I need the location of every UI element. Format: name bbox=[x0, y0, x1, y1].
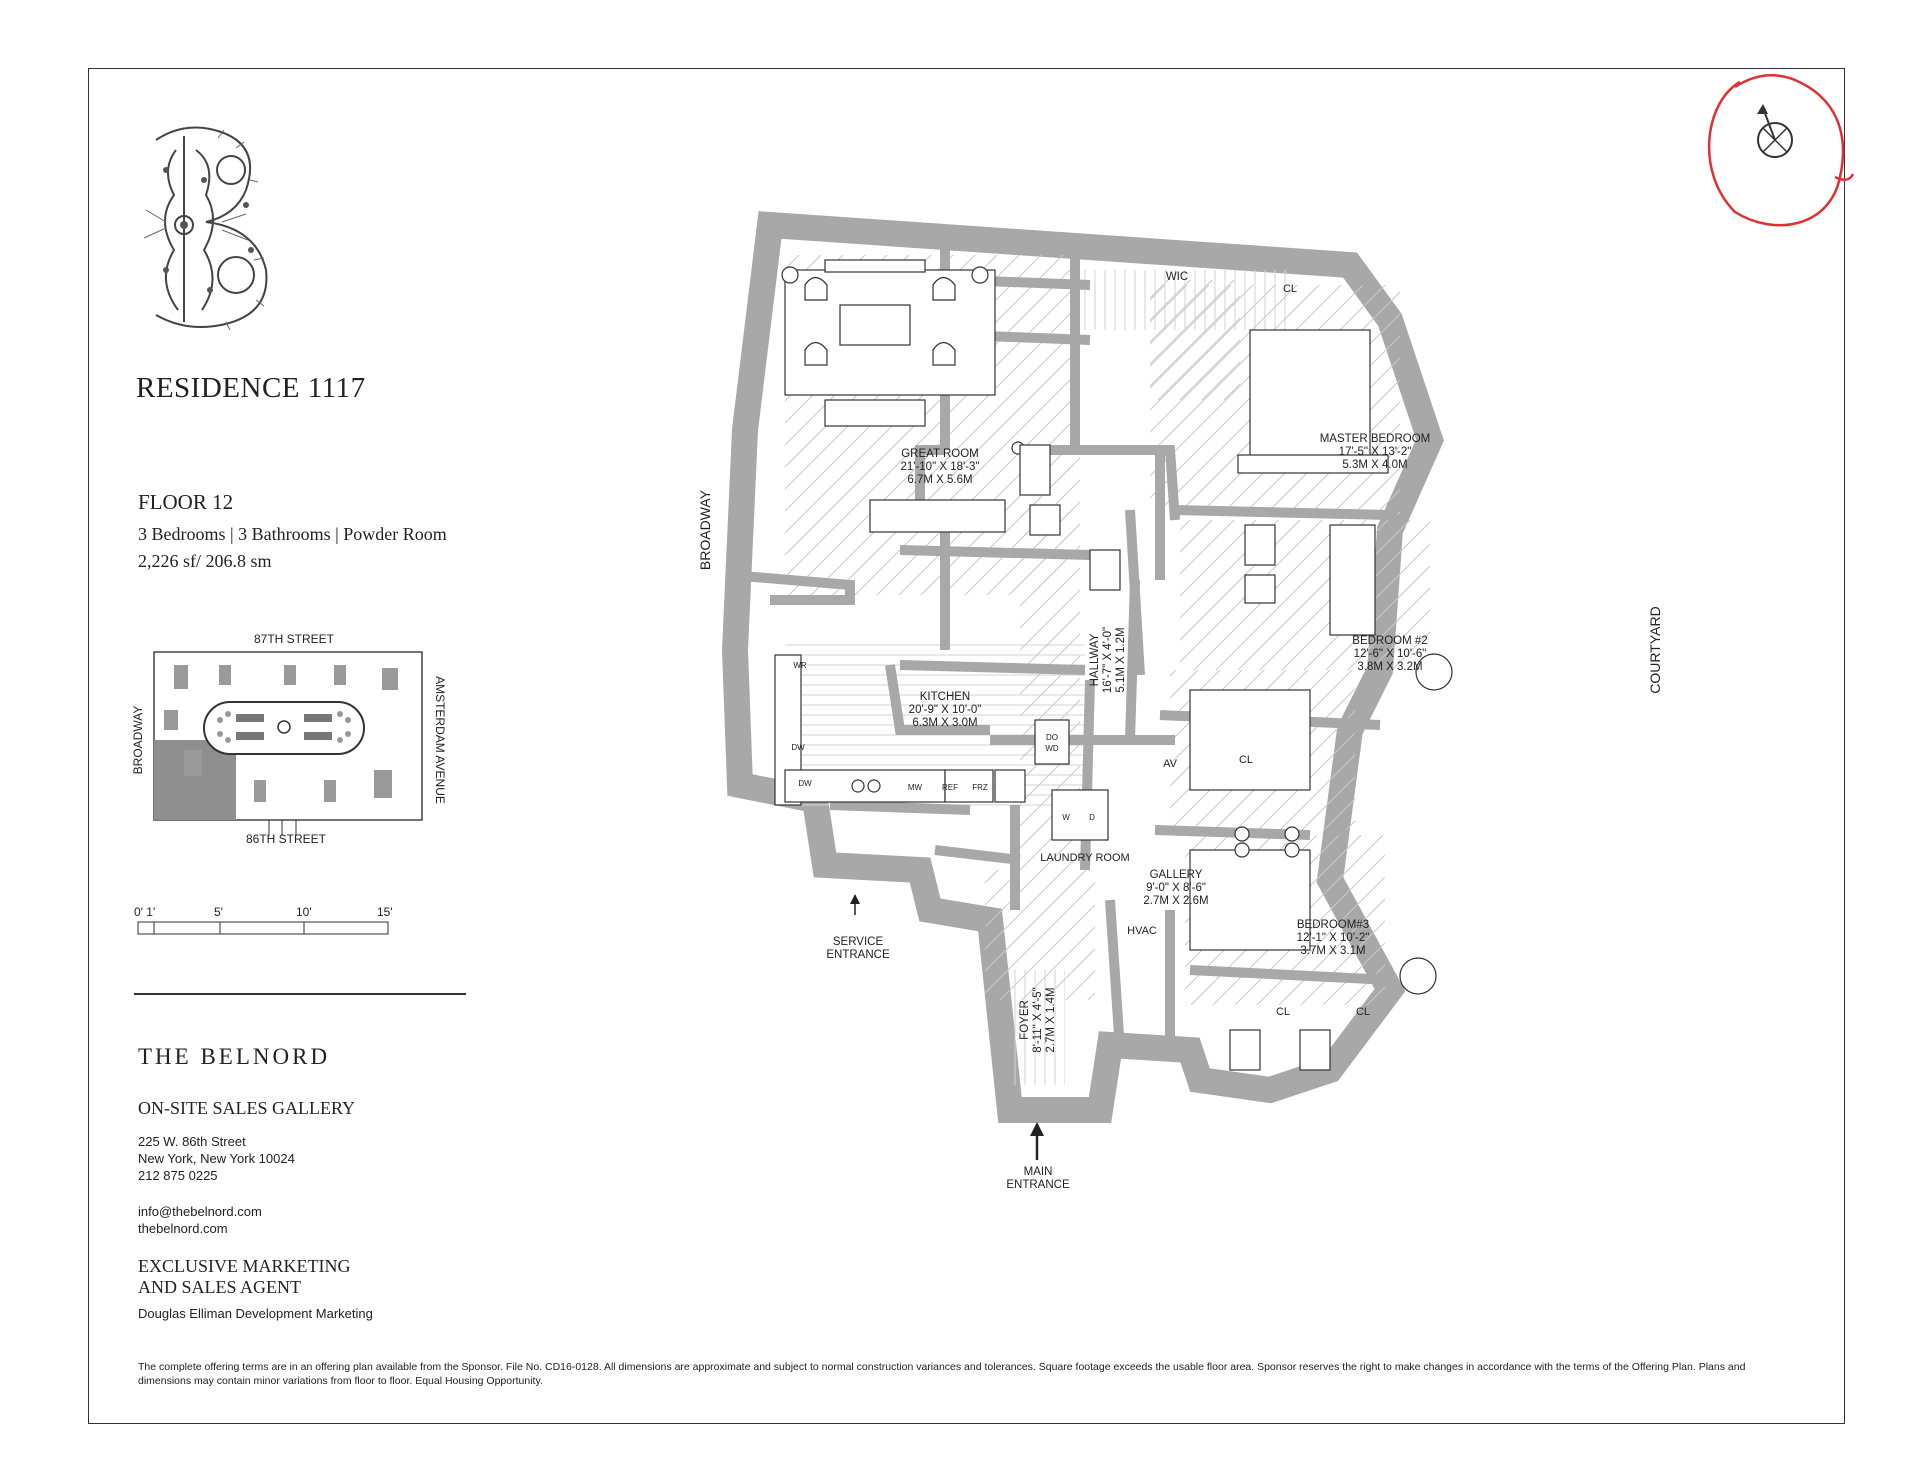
agent-name: Douglas Elliman Development Marketing bbox=[138, 1306, 373, 1321]
closet-label-master: CL bbox=[1283, 283, 1297, 295]
plan-street-courtyard: COURTYARD bbox=[1647, 606, 1663, 693]
closet-label-bedroom2: CL bbox=[1239, 754, 1253, 766]
master-bedroom-name: MASTER BEDROOM bbox=[1320, 433, 1431, 445]
website-link[interactable]: thebelnord.com bbox=[138, 1221, 228, 1236]
great-room-metric: 6.7M X 5.6M bbox=[907, 474, 972, 486]
microwave-label: MW bbox=[908, 783, 923, 792]
main-entrance-line-1: MAIN bbox=[1024, 1166, 1053, 1178]
av-label: AV bbox=[1163, 758, 1178, 770]
sales-gallery-heading: ON-SITE SALES GALLERY bbox=[138, 1098, 355, 1118]
brand-name: THE BELNORD bbox=[138, 1044, 331, 1069]
floor-label: FLOOR 12 bbox=[138, 490, 234, 514]
phone-number: 212 875 0225 bbox=[138, 1168, 218, 1183]
key-plan-east-street: AMSTERDAM AVENUE bbox=[433, 676, 447, 804]
bedroom3-imperial: 12'-1" X 10'-2" bbox=[1297, 932, 1370, 944]
great-room-imperial: 21'-10" X 18'-3" bbox=[900, 461, 979, 473]
email-link[interactable]: info@thebelnord.com bbox=[138, 1204, 262, 1219]
key-plan-south-street: 86TH STREET bbox=[246, 832, 327, 846]
scale-label-5: 5' bbox=[214, 905, 223, 919]
dryer-label: D bbox=[1089, 813, 1095, 822]
kitchen-imperial: 20'-9" X 10'-0" bbox=[909, 704, 982, 716]
wic-label: WIC bbox=[1166, 271, 1188, 283]
hallway-name: HALLWAY bbox=[1089, 633, 1101, 686]
foyer-metric: 2.7M X 1.4M bbox=[1045, 987, 1057, 1052]
address-line-2: New York, New York 10024 bbox=[138, 1151, 295, 1166]
kitchen-metric: 6.3M X 3.0M bbox=[912, 717, 977, 729]
scale-label-0: 0' 1' bbox=[134, 905, 155, 919]
key-plan-west-street: BROADWAY bbox=[131, 706, 145, 775]
divider-line bbox=[134, 993, 466, 995]
kitchen-name: KITCHEN bbox=[920, 691, 970, 703]
service-entrance-line-2: ENTRANCE bbox=[826, 949, 890, 961]
main-entrance-line-2: ENTRANCE bbox=[1006, 1179, 1070, 1191]
bedroom3-metric: 3.7M X 3.1M bbox=[1300, 945, 1365, 957]
hvac-label: HVAC bbox=[1127, 925, 1157, 937]
double-oven-label: DO bbox=[1046, 733, 1058, 742]
key-plan: 87TH STREET 86TH STREET BROADWAY AMSTERD… bbox=[131, 632, 447, 846]
marketing-line-1: EXCLUSIVE MARKETING bbox=[138, 1256, 351, 1276]
bedroom2-metric: 3.8M X 3.2M bbox=[1357, 661, 1422, 673]
plan-street-broadway: BROADWAY bbox=[697, 489, 713, 570]
washer-label: W bbox=[1062, 813, 1070, 822]
service-entrance-line-1: SERVICE bbox=[833, 936, 884, 948]
gallery-name: GALLERY bbox=[1150, 869, 1203, 881]
sheet-frame bbox=[88, 68, 1845, 1424]
great-room-name: GREAT ROOM bbox=[901, 448, 979, 460]
residence-title: RESIDENCE 1117 bbox=[136, 372, 366, 404]
foyer-name: FOYER bbox=[1019, 1000, 1031, 1040]
key-plan-north-street: 87TH STREET bbox=[254, 632, 335, 646]
disclaimer-text: The complete offering terms are in an of… bbox=[138, 1361, 1746, 1387]
red-circle-annotation bbox=[1707, 74, 1845, 227]
bedroom2-imperial: 12'-6" X 10'-6" bbox=[1354, 648, 1427, 660]
north-arrow-icon bbox=[1707, 74, 1855, 227]
closet-label-foyer: CL bbox=[1276, 1006, 1290, 1018]
bedroom2-name: BEDROOM #2 bbox=[1352, 635, 1427, 647]
rooms-summary: 3 Bedrooms | 3 Bathrooms | Powder Room bbox=[138, 524, 447, 544]
gallery-metric: 2.7M X 2.6M bbox=[1143, 895, 1208, 907]
dishwasher-label: DW bbox=[791, 743, 805, 752]
hallway-imperial: 16'-7" X 4'-0" bbox=[1102, 627, 1114, 693]
marketing-line-2: AND SALES AGENT bbox=[138, 1277, 302, 1297]
gallery-imperial: 9'-0" X 8'-6" bbox=[1146, 882, 1206, 894]
dishwasher-2-label: DW bbox=[798, 779, 812, 788]
foyer-imperial: 8'-11" X 4'-5" bbox=[1032, 987, 1044, 1052]
belnord-monogram-logo bbox=[143, 126, 268, 331]
master-bedroom-metric: 5.3M X 4.0M bbox=[1342, 459, 1407, 471]
master-bedroom-imperial: 17'-5" X 13'-2" bbox=[1339, 446, 1412, 458]
warming-drawer-label: WD bbox=[1045, 744, 1059, 753]
area-summary: 2,226 sf/ 206.8 sm bbox=[138, 551, 272, 571]
freezer-label: FRZ bbox=[972, 783, 988, 792]
laundry-room-label: LAUNDRY ROOM bbox=[1040, 852, 1129, 864]
address-line-1: 225 W. 86th Street bbox=[138, 1134, 246, 1149]
scale-label-10: 10' bbox=[296, 905, 312, 919]
closet-label-bedroom3: CL bbox=[1356, 1006, 1370, 1018]
refrigerator-label: REF bbox=[942, 783, 958, 792]
hallway-metric: 5.1M X 1.2M bbox=[1115, 627, 1127, 692]
wine-refrigerator-label: WR bbox=[793, 661, 807, 670]
bedroom3-name: BEDROOM#3 bbox=[1297, 919, 1369, 931]
scale-bar: 0' 1' 5' 10' 15' bbox=[134, 905, 393, 935]
scale-label-15: 15' bbox=[377, 905, 393, 919]
floor-plan: BROADWAY COURTYARD GREAT ROOM 21'-10" X … bbox=[697, 211, 1663, 1191]
